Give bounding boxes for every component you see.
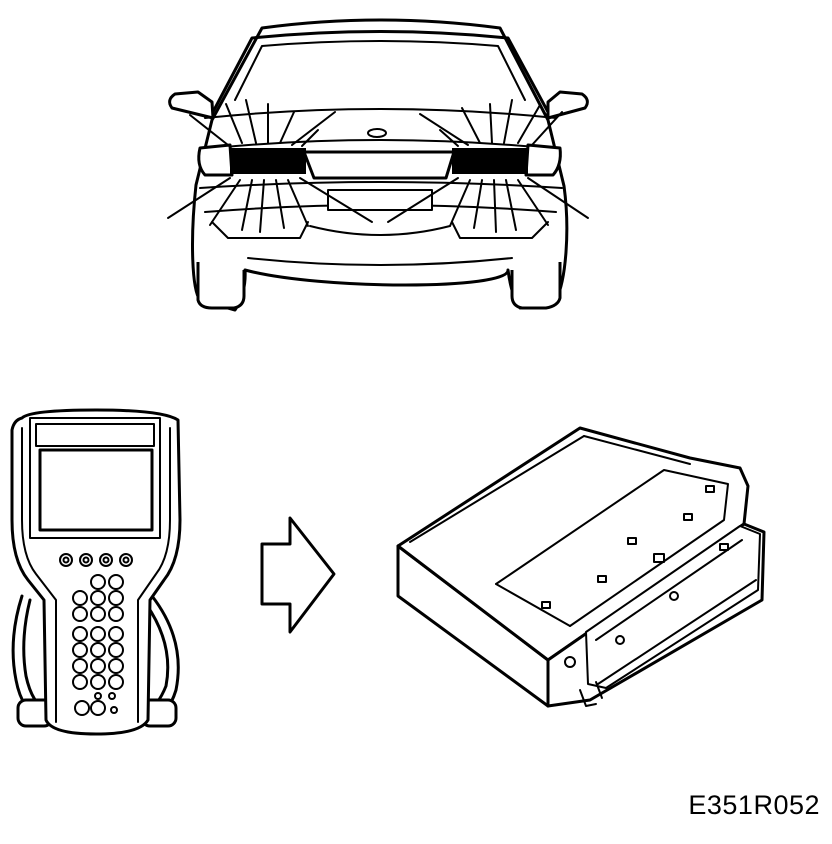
car-front-icon (168, 18, 589, 312)
figure-code-label: E351R052 (688, 790, 820, 820)
handheld-scan-tool-icon (10, 408, 182, 736)
grille (302, 150, 456, 180)
scan-tool-screen (38, 448, 154, 532)
flashing-light-rays-icon (167, 99, 589, 233)
headlight-right (452, 148, 528, 174)
headlight-left (230, 148, 306, 174)
right-arrow-icon (260, 516, 336, 634)
license-plate (327, 189, 433, 211)
scan-tool-keypad (72, 574, 124, 716)
control-module-icon (396, 426, 766, 708)
